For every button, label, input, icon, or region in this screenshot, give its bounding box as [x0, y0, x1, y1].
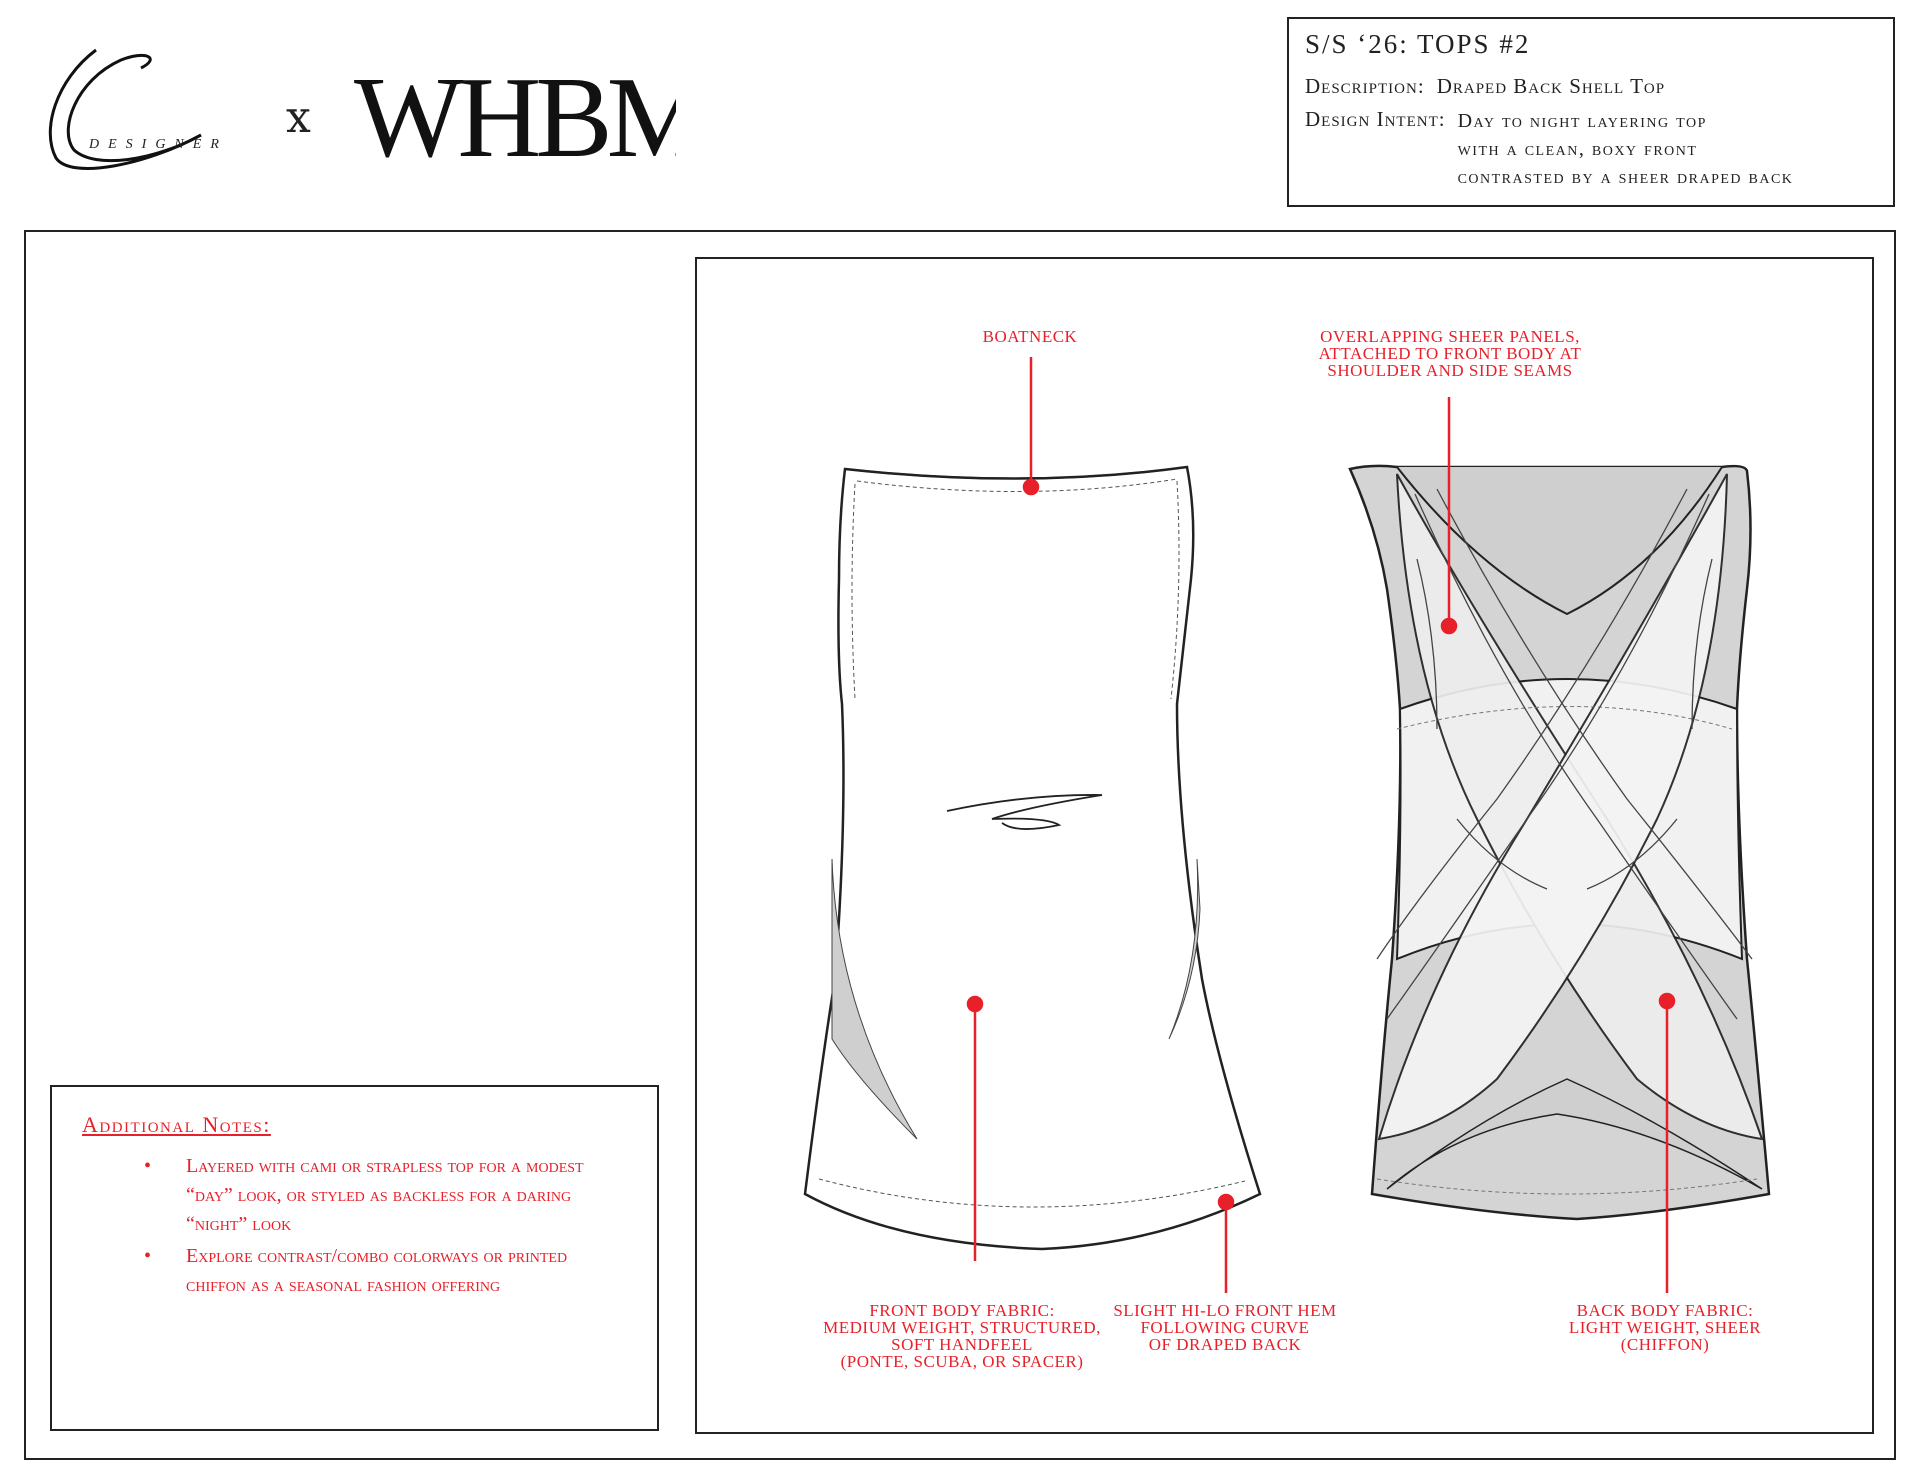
design-intent-line: with a clean, boxy front	[1457, 138, 1698, 160]
hilo-marker	[1217, 1193, 1235, 1211]
designer-script-mark	[48, 48, 202, 170]
callout-boatneck: BOATNECK	[935, 328, 1125, 345]
design-intent-label: Design Intent:	[1305, 107, 1446, 131]
design-intent-line: contrasted by a sheer draped back	[1457, 166, 1794, 188]
notes-list: • Layered with cami or strapless top for…	[144, 1152, 626, 1303]
brand-logo: DESIGNER x WHBM	[36, 40, 713, 182]
logo-x-text: x	[286, 92, 311, 143]
front-side-shadow-left	[831, 858, 918, 1140]
note-item: • Explore contrast/combo colorways or pr…	[144, 1242, 626, 1300]
back-hem-curve	[1386, 1078, 1763, 1190]
description-row: Description: Draped Back Shell Top	[1305, 74, 1877, 99]
front-fabric-marker	[966, 995, 984, 1013]
design-intent-line: Day to night layering top	[1457, 110, 1707, 132]
callout-hilo-hem: SLIGHT HI-LO FRONT HEM FOLLOWING CURVE O…	[1090, 1302, 1360, 1353]
callout-line: FOLLOWING CURVE	[1140, 1318, 1310, 1337]
neckline-topstitch	[856, 478, 1178, 492]
callout-line: (PONTE, SCUBA, OR SPACER)	[840, 1352, 1084, 1371]
back-neckline-opening	[1396, 466, 1723, 616]
additional-notes-box: Additional Notes: • Layered with cami or…	[50, 1085, 659, 1431]
callout-line: SLIGHT HI-LO FRONT HEM	[1113, 1301, 1337, 1320]
note-text: Explore contrast/combo colorways or prin…	[186, 1245, 568, 1296]
callout-back-fabric: BACK BODY FABRIC: LIGHT WEIGHT, SHEER (C…	[1540, 1302, 1790, 1353]
callout-line: (CHIFFON)	[1620, 1335, 1710, 1354]
callout-line: BACK BODY FABRIC:	[1576, 1301, 1754, 1320]
left-armhole-topstitch	[851, 483, 856, 700]
callout-line: OF DRAPED BACK	[1148, 1335, 1302, 1354]
description-value: Draped Back Shell Top	[1436, 74, 1666, 98]
page-frame	[24, 230, 1896, 1460]
callout-line: SOFT HANDFEEL	[891, 1335, 1033, 1354]
logo-brand-text: WHBM	[354, 54, 676, 180]
callout-front-fabric: FRONT BODY FABRIC: MEDIUM WEIGHT, STRUCT…	[812, 1302, 1112, 1370]
spec-info-box: S/S ‘26: TOPS #2 Description: Draped Bac…	[1287, 17, 1895, 207]
logo-designer-text: DESIGNER	[88, 137, 228, 152]
design-intent-row: Design Intent: Day to night layering top…	[1305, 107, 1877, 191]
logo-graphic: DESIGNER x WHBM	[48, 48, 713, 182]
callout-line: MEDIUM WEIGHT, STRUCTURED,	[823, 1318, 1101, 1337]
callout-line: LIGHT WEIGHT, SHEER	[1568, 1318, 1762, 1337]
back-hem-topstitch	[1376, 1178, 1758, 1195]
back-view-sketch	[1348, 464, 1771, 1221]
overlap-marker	[1440, 617, 1458, 635]
notes-title: Additional Notes:	[82, 1112, 271, 1137]
callout-line: ATTACHED TO FRONT BODY AT	[1318, 344, 1582, 363]
front-view-sketch	[803, 465, 1262, 1251]
front-body-outline	[803, 465, 1262, 1251]
boatneck-marker	[1022, 478, 1040, 496]
garment-flats	[803, 357, 1771, 1293]
front-hem-topstitch	[818, 1178, 1246, 1208]
bullet-icon: •	[144, 1245, 152, 1267]
callout-overlapping-panels: OVERLAPPING SHEER PANELS, ATTACHED TO FR…	[1290, 328, 1610, 379]
design-intent-text: Day to night layering top with a clean, …	[1458, 107, 1794, 191]
front-drape-fold	[946, 794, 1103, 830]
collection-title: S/S ‘26: TOPS #2	[1305, 29, 1531, 59]
front-neckline	[844, 466, 1188, 480]
callout-line: BOATNECK	[982, 327, 1078, 346]
callout-leaders	[966, 357, 1676, 1293]
sheer-band-topstitch	[1396, 706, 1733, 730]
description-label: Description:	[1305, 74, 1425, 98]
callout-line: FRONT BODY FABRIC:	[869, 1301, 1055, 1320]
front-side-shadow-right	[1168, 858, 1201, 1040]
drape-fold-lines	[1376, 488, 1753, 1020]
callout-line: SHOULDER AND SIDE SEAMS	[1327, 361, 1573, 380]
note-text: Layered with cami or strapless top for a…	[186, 1155, 584, 1235]
technical-sketch-panel	[695, 257, 1874, 1434]
back-fabric-marker	[1658, 992, 1676, 1010]
bullet-icon: •	[144, 1155, 152, 1177]
note-item: • Layered with cami or strapless top for…	[144, 1152, 626, 1239]
callout-line: OVERLAPPING SHEER PANELS,	[1320, 327, 1580, 346]
right-armhole-topstitch	[1170, 480, 1180, 700]
sheer-panel-right	[1377, 473, 1728, 1141]
